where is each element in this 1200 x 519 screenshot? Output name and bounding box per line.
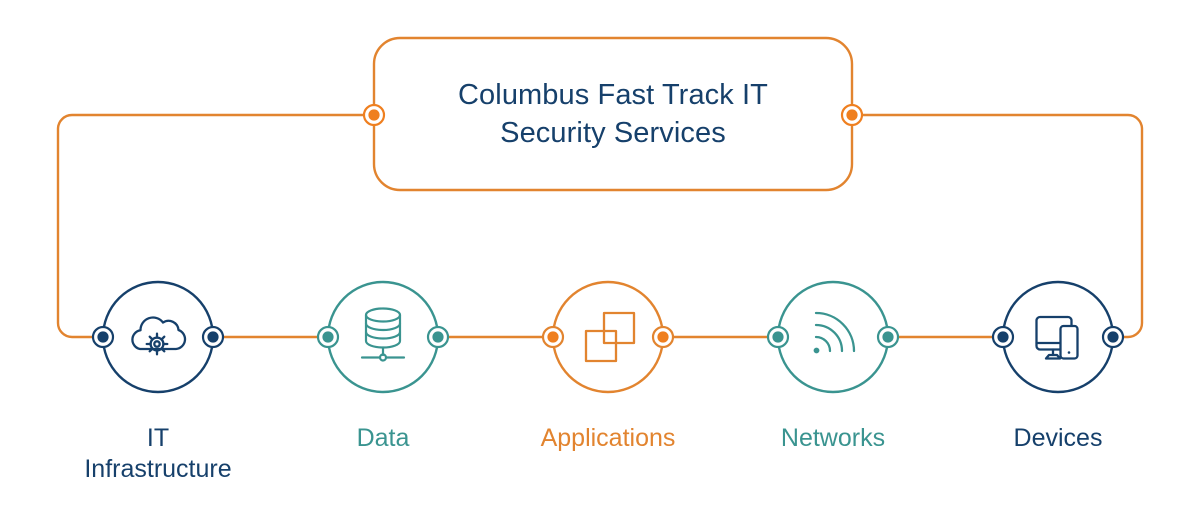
node-it-infrastructure[interactable]: [91, 280, 225, 394]
node-right-dot-networks: [876, 325, 900, 349]
node-applications[interactable]: [541, 280, 675, 394]
overlapping-squares-icon: [584, 311, 636, 363]
monitor-phone-icon: [1035, 315, 1079, 360]
database-icon: [360, 307, 406, 362]
node-label-data: Data: [356, 424, 410, 452]
title-left-port-dot: [362, 103, 386, 127]
node-label-it-infrastructure: IT Infrastructure: [84, 424, 232, 483]
node-left-dot-networks: [766, 325, 790, 349]
diagram-title: Columbus Fast Track IT Security Services: [458, 79, 768, 149]
node-label-applications: Applications: [540, 424, 676, 452]
node-circle-networks: [776, 280, 890, 394]
wifi-signal-icon: [813, 311, 856, 354]
title-right-port-dot: [840, 103, 864, 127]
node-left-dot-it-infrastructure: [91, 325, 115, 349]
node-left-dot-applications: [541, 325, 565, 349]
wire-title-to-it-infrastructure: [56, 113, 376, 339]
wire-title-to-devices: [850, 113, 1144, 339]
node-label-devices: Devices: [1013, 424, 1103, 452]
node-left-dot-devices: [991, 325, 1015, 349]
cloud-gear-icon: [131, 316, 187, 356]
node-right-dot-it-infrastructure: [201, 325, 225, 349]
node-circle-data: [326, 280, 440, 394]
node-right-dot-data: [426, 325, 450, 349]
node-devices[interactable]: [991, 280, 1125, 394]
node-networks[interactable]: [766, 280, 900, 394]
node-left-dot-data: [316, 325, 340, 349]
node-right-dot-devices: [1101, 325, 1125, 349]
node-data[interactable]: [316, 280, 450, 394]
node-label-networks: Networks: [780, 424, 886, 452]
node-circle-devices: [1001, 280, 1115, 394]
node-circle-applications: [551, 280, 665, 394]
node-right-dot-applications: [651, 325, 675, 349]
